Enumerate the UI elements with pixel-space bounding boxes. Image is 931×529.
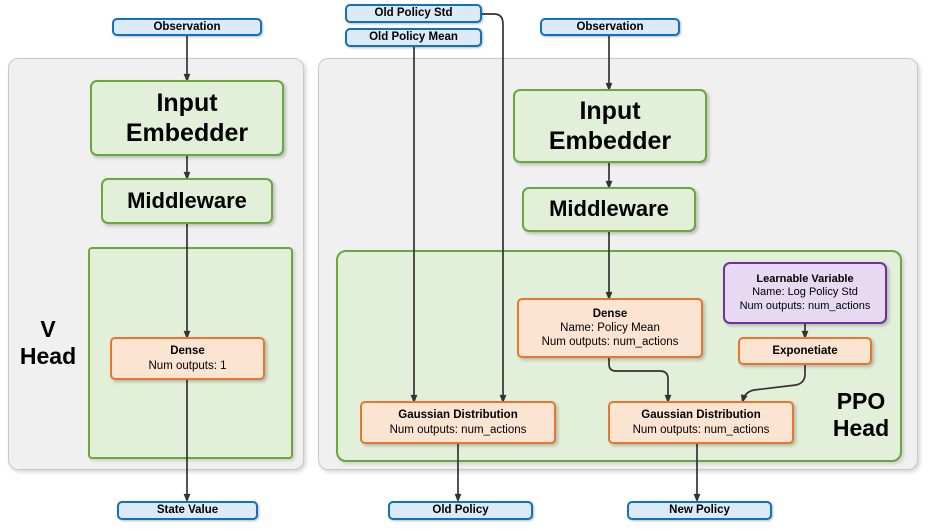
v-input-embedder[interactable]: Input Embedder: [90, 80, 284, 156]
ppo-dense-name: Name: Policy Mean: [560, 321, 660, 334]
ppo-gaussian-old-num-outputs: Num outputs: num_actions: [389, 423, 527, 436]
ppo-learnable-variable[interactable]: Learnable Variable Name: Log Policy Std …: [723, 262, 887, 324]
ppo-gaussian-old-title: Gaussian Distribution: [398, 409, 518, 422]
v-dense-num-outputs: Num outputs: 1: [148, 359, 227, 372]
ppo-dense-title: Dense: [592, 307, 628, 320]
ppo-head-label-line1: PPO: [836, 388, 886, 414]
input-observation-ppo-label: Observation: [576, 21, 644, 33]
v-dense[interactable]: Dense Num outputs: 1: [110, 337, 265, 380]
v-head-label-line2: Head: [19, 343, 77, 370]
input-old-policy-std[interactable]: Old Policy Std: [345, 4, 482, 23]
ppo-middleware-label: Middleware: [549, 196, 669, 222]
input-old-policy-mean-label: Old Policy Mean: [369, 31, 458, 44]
output-state-value-label: State Value: [156, 504, 219, 517]
input-old-policy-std-label: Old Policy Std: [374, 7, 453, 20]
ppo-exponetiate[interactable]: Exponetiate: [738, 337, 872, 365]
ppo-learnable-variable-num-outputs: Num outputs: num_actions: [739, 299, 871, 312]
ppo-learnable-variable-title: Learnable Variable: [756, 272, 854, 285]
output-old-policy[interactable]: Old Policy: [388, 501, 533, 520]
ppo-gaussian-distribution-new[interactable]: Gaussian Distribution Num outputs: num_a…: [608, 401, 794, 444]
input-observation-v-label: Observation: [153, 21, 221, 33]
v-middleware[interactable]: Middleware: [101, 178, 273, 224]
ppo-input-embedder-label: Input Embedder: [548, 96, 672, 156]
ppo-dense-policy-mean[interactable]: Dense Name: Policy Mean Num outputs: num…: [517, 298, 703, 358]
v-head-label-line1: V: [40, 316, 56, 342]
v-input-embedder-label: Input Embedder: [125, 88, 249, 148]
ppo-exponetiate-title: Exponetiate: [772, 344, 838, 357]
v-head-label: V Head: [12, 316, 84, 370]
output-new-policy[interactable]: New Policy: [627, 501, 772, 520]
ppo-learnable-variable-name: Name: Log Policy Std: [752, 286, 858, 299]
ppo-head-label: PPO Head: [820, 388, 902, 442]
ppo-middleware[interactable]: Middleware: [522, 187, 696, 232]
output-old-policy-label: Old Policy: [432, 504, 489, 517]
ppo-head-label-line2: Head: [832, 415, 890, 442]
input-observation-v[interactable]: Observation: [112, 18, 262, 36]
ppo-input-embedder[interactable]: Input Embedder: [513, 89, 707, 163]
ppo-dense-num-outputs: Num outputs: num_actions: [541, 336, 679, 348]
v-dense-title: Dense: [170, 345, 205, 358]
ppo-gaussian-new-num-outputs: Num outputs: num_actions: [632, 423, 770, 436]
output-new-policy-label: New Policy: [669, 504, 730, 517]
ppo-gaussian-distribution-old[interactable]: Gaussian Distribution Num outputs: num_a…: [360, 401, 556, 444]
ppo-gaussian-new-title: Gaussian Distribution: [641, 409, 761, 422]
v-middleware-label: Middleware: [127, 187, 247, 213]
input-observation-ppo[interactable]: Observation: [540, 18, 680, 36]
input-old-policy-mean[interactable]: Old Policy Mean: [345, 28, 482, 47]
output-state-value[interactable]: State Value: [117, 501, 258, 520]
